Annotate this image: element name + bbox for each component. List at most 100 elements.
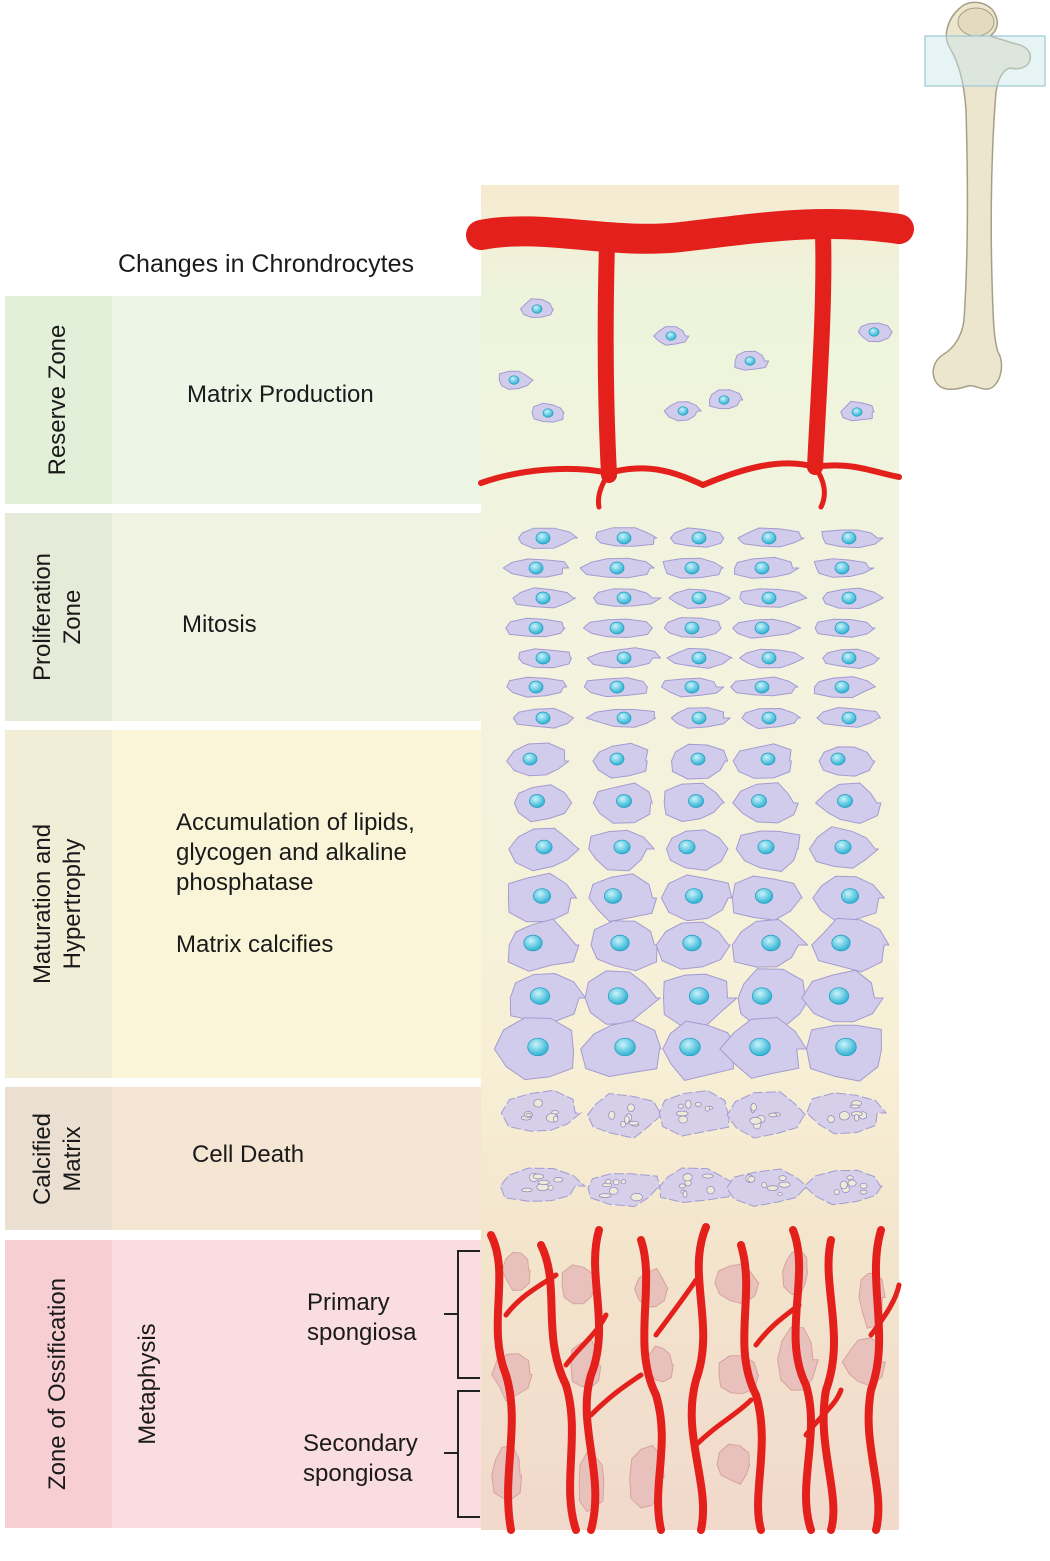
- proliferating-cell: [662, 557, 724, 579]
- vessel-branch: [803, 1387, 844, 1438]
- bone-island: [501, 1251, 531, 1292]
- vessel-branch: [753, 1302, 802, 1348]
- vessel-branch: [693, 1397, 754, 1448]
- hypertrophic-cell: [808, 826, 879, 869]
- hypertrophic-cell: [811, 917, 890, 973]
- proliferation-zone-side: [5, 513, 112, 721]
- reserve-cell: [498, 370, 534, 390]
- hypertrophic-cell: [671, 743, 729, 780]
- hypertrophic-cell: [815, 782, 882, 824]
- proliferating-cell: [739, 648, 805, 669]
- hypertrophic-cell: [719, 1017, 807, 1079]
- reserve-cell: [520, 298, 554, 318]
- proliferating-cell: [821, 529, 884, 549]
- ossification-vessel: [637, 1236, 666, 1534]
- metaphysis-label: Metaphysis: [134, 1323, 161, 1445]
- hypertrophic-cell: [508, 827, 580, 872]
- reserve-zone-main: [112, 296, 481, 504]
- reserve-cell: [840, 400, 875, 422]
- proliferating-cell: [670, 707, 731, 729]
- proliferating-cell: [816, 707, 882, 728]
- vessel-branch: [588, 1372, 644, 1418]
- chondrocytes: [493, 298, 893, 1208]
- vessel-branch: [653, 1277, 699, 1338]
- ossification-vessel: [864, 1226, 885, 1534]
- proliferating-cell: [517, 527, 578, 549]
- diagram-title: Changes in Chrondrocytes: [118, 250, 414, 278]
- femur-highlight-box: [924, 35, 1046, 87]
- reserve-zone-description: Matrix Production: [187, 381, 374, 408]
- dying-cell: [726, 1168, 810, 1207]
- proliferating-cell: [734, 556, 800, 579]
- hypertrophic-cell: [493, 1017, 575, 1081]
- ossification-zone-side: [5, 1240, 112, 1528]
- hypertrophic-cell: [590, 920, 658, 972]
- hypertrophic-cell: [732, 782, 799, 824]
- proliferating-cell: [732, 618, 802, 639]
- descending-vessel: [807, 225, 832, 475]
- proliferating-cell: [822, 648, 880, 669]
- hypertrophic-cell: [509, 973, 586, 1023]
- proliferating-cell: [579, 557, 655, 579]
- proliferating-cell: [741, 708, 801, 730]
- hypertrophic-cell: [592, 742, 649, 779]
- hypertrophic-cell: [584, 970, 661, 1025]
- reserve-cell: [734, 350, 770, 371]
- proliferating-cell: [582, 618, 653, 638]
- maturation-zone-main: [112, 730, 481, 1078]
- ossification-vessel: [819, 1236, 839, 1534]
- hypertrophic-cell: [662, 1020, 740, 1081]
- reserve-cell: [663, 401, 702, 422]
- proliferating-cell: [512, 587, 576, 609]
- dying-cell: [499, 1167, 587, 1202]
- hypertrophic-cell: [507, 918, 580, 972]
- hypertrophic-cell: [812, 875, 885, 922]
- hypertrophic-cell: [801, 969, 884, 1023]
- hypertrophic-cell: [735, 830, 801, 872]
- reserve-zone-label: Reserve Zone: [44, 324, 71, 476]
- ossification-vessels: [487, 1223, 902, 1534]
- proliferating-cell: [739, 588, 808, 608]
- calcified-zone-main: [112, 1087, 481, 1230]
- proliferating-cell: [505, 617, 566, 638]
- maturation-zone-side: [5, 730, 112, 1078]
- ossification-zone-main: [112, 1240, 481, 1528]
- top-vessel: [466, 208, 914, 254]
- proliferating-cell: [668, 588, 731, 609]
- proliferation-zone-description: Mitosis: [182, 611, 257, 638]
- hypertrophic-cell: [507, 872, 578, 923]
- proliferating-cell: [669, 527, 725, 548]
- hypertrophic-cell: [806, 1024, 882, 1082]
- hypertrophic-cell: [737, 968, 811, 1028]
- hypertrophic-cell: [588, 829, 655, 872]
- vessel-branch: [563, 1312, 609, 1368]
- dying-cell: [659, 1167, 740, 1204]
- descending-vessel: [597, 235, 617, 483]
- hypertrophic-cell: [513, 784, 573, 823]
- proliferating-cell: [737, 527, 805, 548]
- growth-plate-illustration: [466, 185, 914, 1534]
- dying-cell: [803, 1169, 883, 1206]
- proliferating-cell: [593, 588, 662, 607]
- matrix-calcifies-description: Matrix calcifies: [176, 931, 334, 958]
- ossification-vessel: [537, 1241, 580, 1534]
- hypertrophic-cell: [580, 1020, 662, 1077]
- reserve-zone-vessels: [466, 208, 914, 510]
- proliferation-zone-main: [112, 513, 481, 721]
- vessel-branch: [868, 1282, 902, 1338]
- proliferating-cell: [502, 558, 570, 578]
- ossification-vessel: [582, 1226, 604, 1534]
- dying-cell: [587, 1173, 661, 1208]
- dying-cell: [586, 1093, 663, 1139]
- hypertrophic-cell: [506, 742, 570, 777]
- reserve-zone-side: [5, 296, 112, 504]
- hypertrophic-cell: [818, 746, 876, 777]
- hypertrophic-cell: [666, 829, 729, 871]
- hypertrophic-cell: [663, 782, 725, 822]
- hypertrophic-cell: [731, 875, 803, 921]
